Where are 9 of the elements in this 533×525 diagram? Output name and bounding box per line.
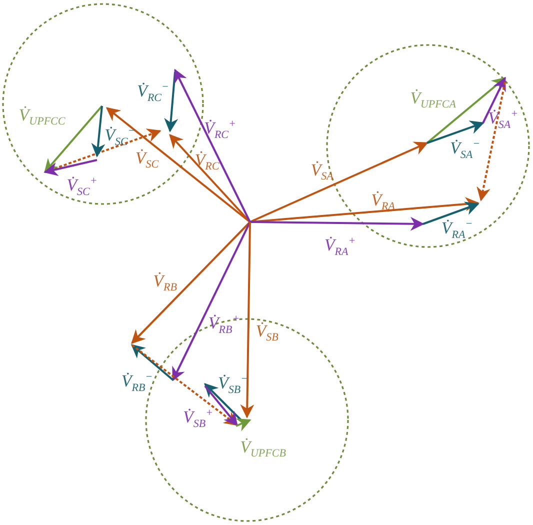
phasor-label: V̇$_{RC}$ [194,151,220,173]
phasor-label: V̇$_{SC}$ [135,149,159,171]
phasor-label: V̇$_{UPFCA}$ [410,89,456,111]
phasor-label: V̇$_{SA}$ [310,161,334,183]
phasor-label: V̇$_{SB}$ [256,322,278,344]
phasor-label: V̇$_{UPFCC}$ [18,106,66,128]
phasor-label: V̇$_{RA}$ [371,191,395,213]
phasor-label: V̇$_{UPFCB}$ [240,438,286,460]
phasor-label: V̇$_{RB}$ [153,272,177,294]
